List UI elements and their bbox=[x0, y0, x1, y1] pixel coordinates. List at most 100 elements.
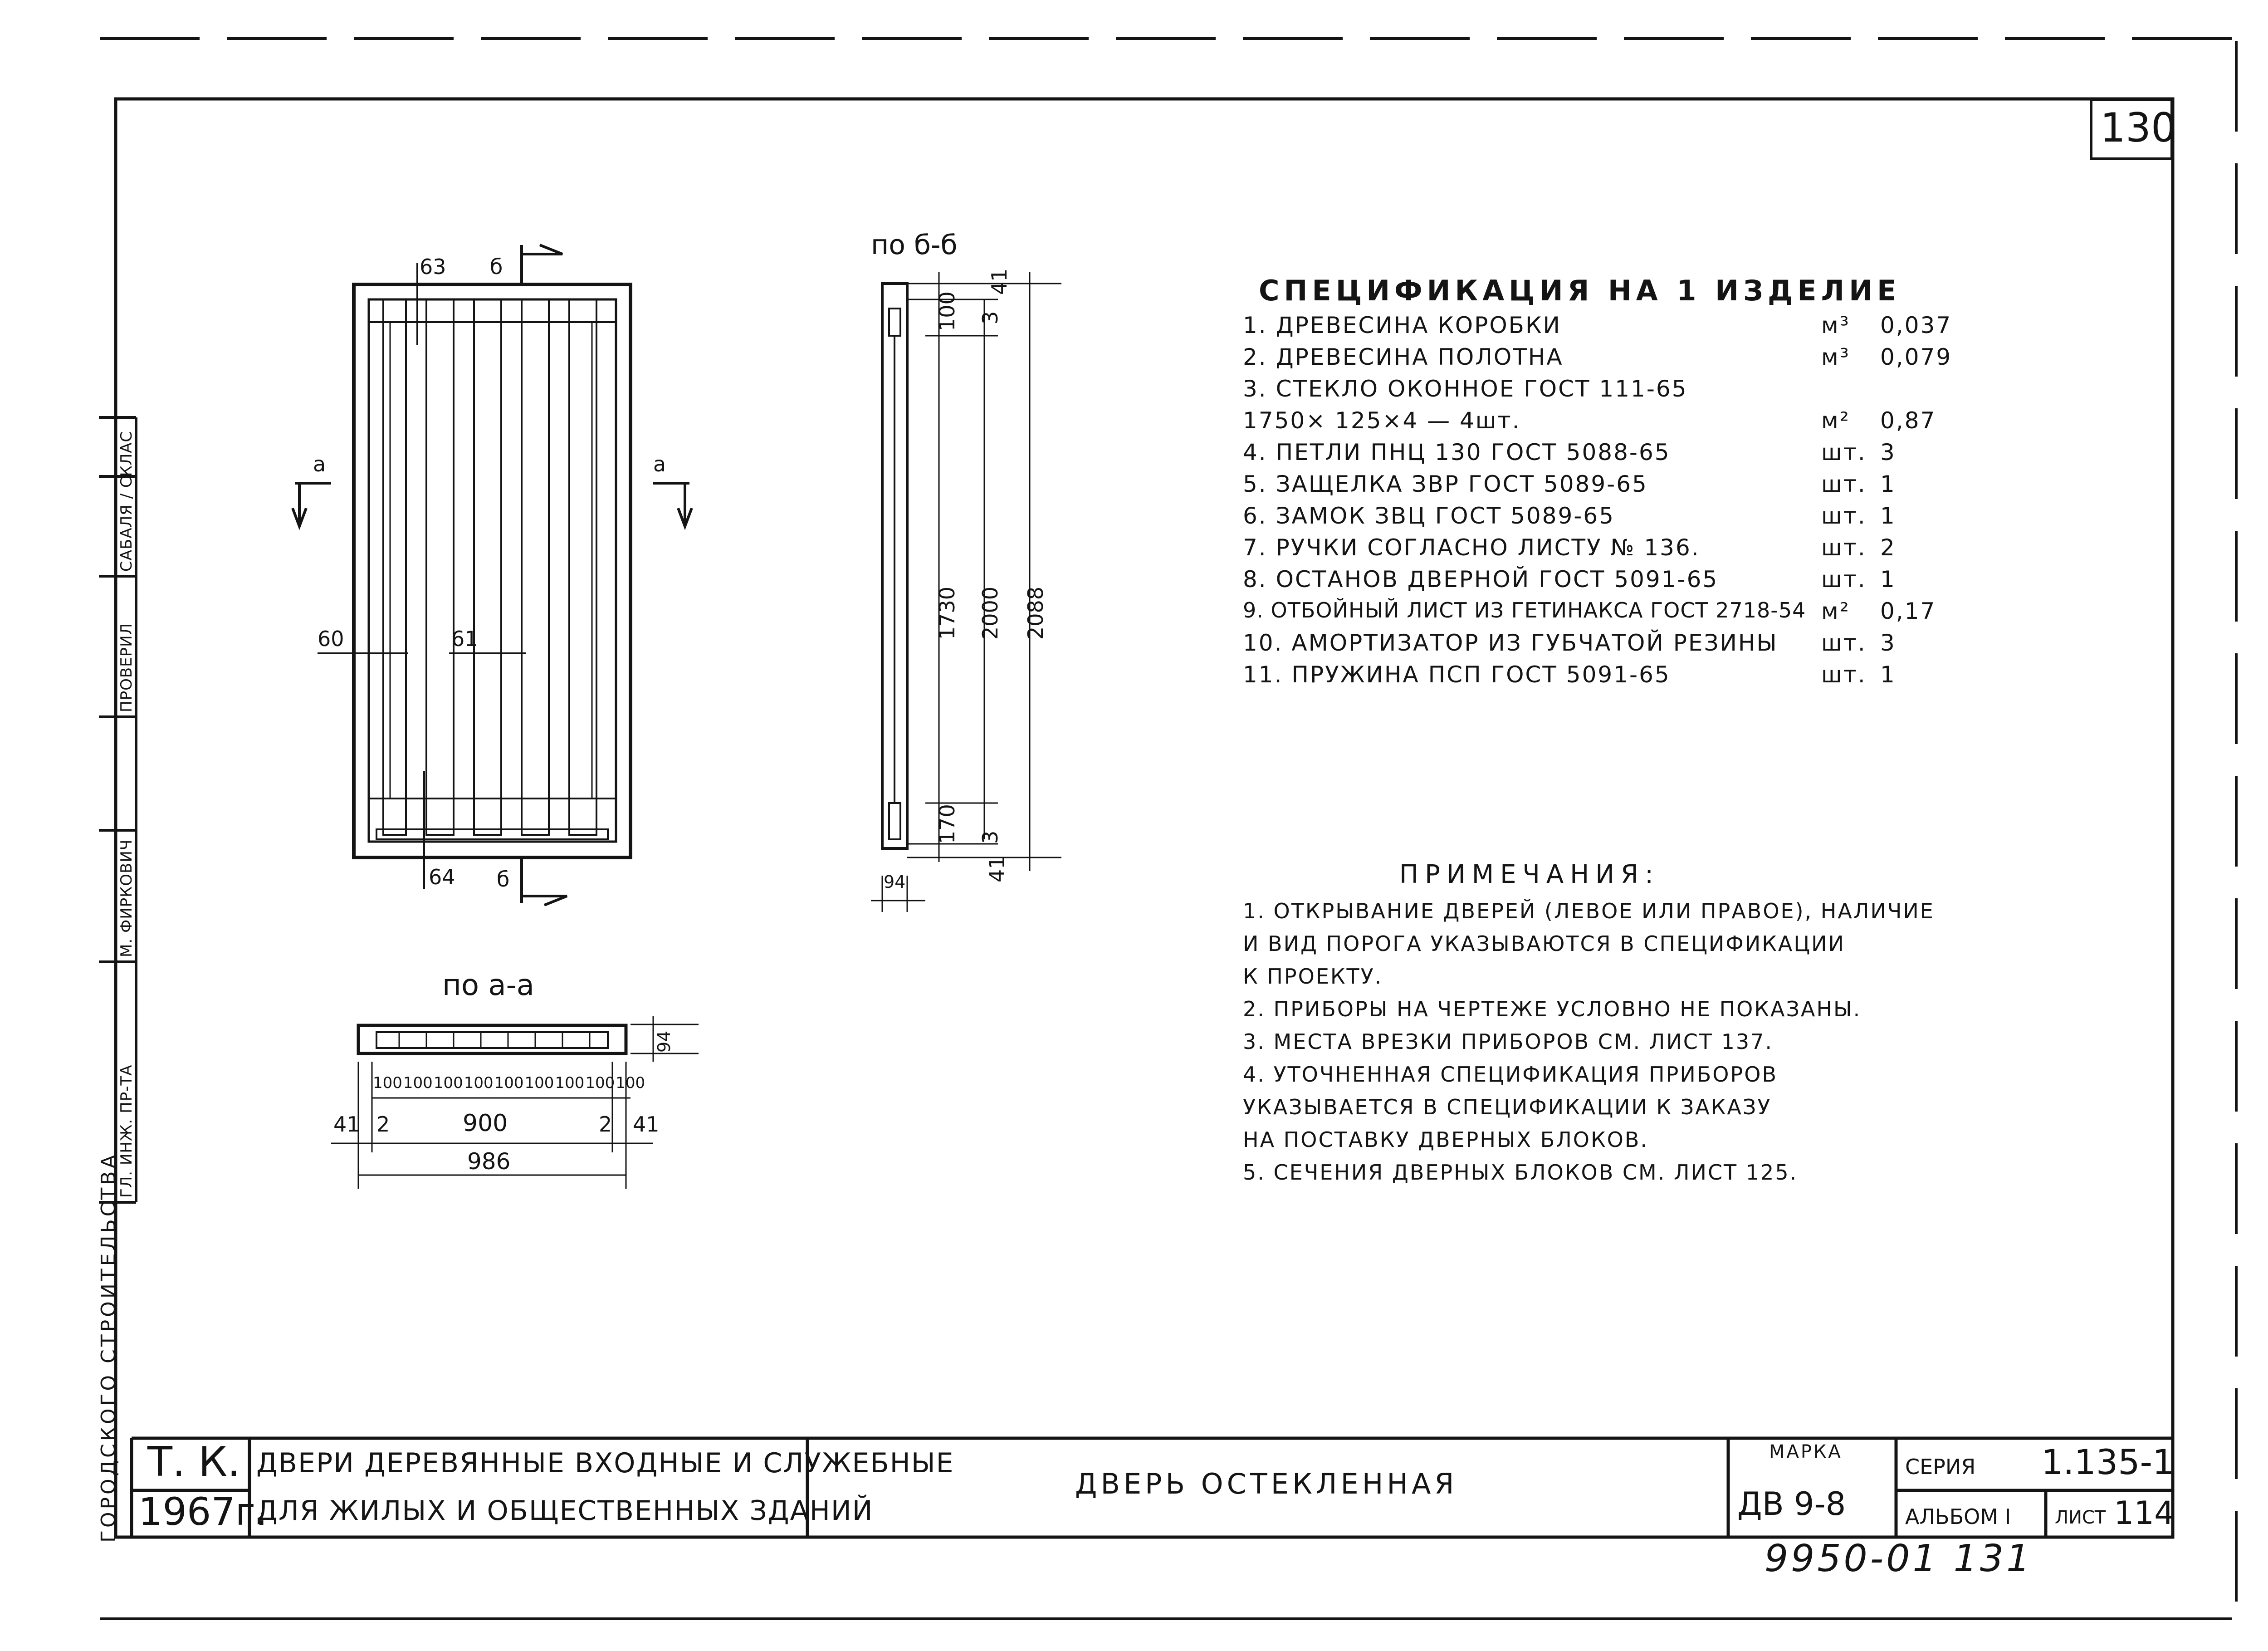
spec-item-unit: шт. bbox=[1821, 534, 1867, 561]
spec-item-text: 10. АМОРТИЗАТОР ИЗ ГУБЧАТОЙ РЕЗИНЫ bbox=[1243, 630, 1778, 656]
front-view bbox=[291, 244, 693, 906]
spec-title: СПЕЦИФИКАЦИЯ НА 1 ИЗДЕЛИЕ bbox=[1259, 274, 1901, 307]
title-block-drawing-name: ДВЕРЬ ОСТЕКЛЕННАЯ bbox=[1075, 1467, 1458, 1500]
dim-aa-900: 900 bbox=[463, 1110, 508, 1137]
title-block-year: 1967г. bbox=[138, 1489, 268, 1534]
spec-item-text: 8. ОСТАНОВ ДВЕРНОЙ ГОСТ 5091-65 bbox=[1243, 566, 1719, 593]
dim-aa-986: 986 bbox=[467, 1148, 511, 1175]
spec-item-text: 2. ДРЕВЕСИНА ПОЛОТНА bbox=[1243, 344, 1564, 370]
side-stamp-lines bbox=[99, 416, 137, 1204]
front-section-b-bottom-label: б bbox=[497, 867, 510, 892]
dim-front-60: 60 bbox=[318, 627, 344, 651]
dim-aa-2-left: 2 bbox=[376, 1112, 390, 1137]
title-block-album-label: АЛЬБОМ I bbox=[1905, 1504, 2011, 1529]
dim-bb-3-bottom: 3 bbox=[978, 830, 1002, 844]
note-line: НА ПОСТАВКУ ДВЕРНЫХ БЛОКОВ. bbox=[1243, 1127, 1649, 1152]
dim-bb-1730: 1730 bbox=[935, 586, 959, 640]
spec-item-unit: м³ bbox=[1821, 344, 1850, 370]
spec-item-qty: 3 bbox=[1880, 630, 1896, 656]
dim-bb-41-bottom: 41 bbox=[985, 856, 1009, 882]
side-role-chief-engineer: ГЛ. ИНЖ. ПР-ТА bbox=[117, 1064, 136, 1198]
dim-bb-100: 100 bbox=[935, 291, 959, 331]
spec-item-unit: шт. bbox=[1821, 661, 1867, 688]
spec-item-unit: шт. bbox=[1821, 439, 1867, 465]
dim-aa-100-2: 100 bbox=[403, 1074, 433, 1092]
note-line: 4. УТОЧНЕННАЯ СПЕЦИФИКАЦИЯ ПРИБОРОВ bbox=[1243, 1062, 1778, 1087]
spec-item-qty: 0,87 bbox=[1880, 407, 1936, 434]
spec-item-qty: 0,079 bbox=[1880, 344, 1952, 370]
spec-item-unit: шт. bbox=[1821, 471, 1867, 497]
spec-item-unit: шт. bbox=[1821, 630, 1867, 656]
spec-item-qty: 2 bbox=[1880, 534, 1896, 561]
note-line: УКАЗЫВАЕТСЯ В СПЕЦИФИКАЦИИ К ЗАКАЗУ bbox=[1243, 1095, 1772, 1119]
side-role-sign: САБАЛЯ / СКЛАС bbox=[117, 431, 136, 572]
spec-item-unit: м² bbox=[1821, 598, 1850, 624]
title-block-sheet-value: 114 bbox=[2114, 1494, 2175, 1532]
spec-item-qty: 0,17 bbox=[1880, 598, 1936, 624]
spec-item-text: 6. ЗАМОК ЗВЦ ГОСТ 5089-65 bbox=[1243, 503, 1615, 529]
dim-aa-100-3: 100 bbox=[433, 1074, 463, 1092]
dim-aa-100-7: 100 bbox=[555, 1074, 585, 1092]
dim-bb-3-top: 3 bbox=[978, 311, 1002, 324]
note-line: К ПРОЕКТУ. bbox=[1243, 964, 1383, 989]
title-block-org: Т. К. bbox=[147, 1438, 240, 1486]
dim-aa-100-5: 100 bbox=[494, 1074, 524, 1092]
section-bb-title: по б-б bbox=[871, 229, 958, 261]
dim-bb-94: 94 bbox=[884, 872, 906, 892]
dim-bb-170: 170 bbox=[935, 804, 959, 844]
notes-title: ПРИМЕЧАНИЯ: bbox=[1399, 860, 1660, 889]
spec-item-text: 5. ЗАЩЕЛКА ЗВР ГОСТ 5089-65 bbox=[1243, 471, 1648, 497]
spec-item-text: 3. СТЕКЛО ОКОННОЕ ГОСТ 111-65 bbox=[1243, 376, 1688, 402]
dim-front-61: 61 bbox=[451, 627, 478, 651]
front-section-a-right-label: а bbox=[653, 452, 666, 476]
dim-aa-94: 94 bbox=[654, 1030, 674, 1053]
spec-item-qty: 1 bbox=[1880, 661, 1896, 688]
side-role-name: М. ФИРКОВИЧ bbox=[117, 839, 136, 957]
dim-aa-2-right: 2 bbox=[599, 1112, 612, 1137]
title-block-subject-2: ДЛЯ ЖИЛЫХ И ОБЩЕСТВЕННЫХ ЗДАНИЙ bbox=[256, 1495, 874, 1527]
spec-item-text: 1. ДРЕВЕСИНА КОРОБКИ bbox=[1243, 312, 1561, 338]
page-number: 130 bbox=[2100, 104, 2176, 151]
page-number-box bbox=[2090, 98, 2173, 160]
dim-aa-100-8: 100 bbox=[585, 1074, 615, 1092]
spec-item-qty: 0,037 bbox=[1880, 312, 1952, 338]
spec-item-text: 1750× 125×4 — 4шт. bbox=[1243, 407, 1521, 434]
dim-front-64: 64 bbox=[429, 865, 455, 889]
spec-item-unit: шт. bbox=[1821, 503, 1867, 529]
dim-front-63: 63 bbox=[420, 255, 446, 279]
title-block-subject-1: ДВЕРИ ДЕРЕВЯННЫЕ ВХОДНЫЕ И СЛУЖЕБНЫЕ bbox=[256, 1447, 954, 1479]
spec-item-qty: 3 bbox=[1880, 439, 1896, 465]
spec-item-qty: 1 bbox=[1880, 566, 1896, 593]
dim-aa-100-6: 100 bbox=[524, 1074, 554, 1092]
note-line: 3. МЕСТА ВРЕЗКИ ПРИБОРОВ СМ. ЛИСТ 137. bbox=[1243, 1029, 1774, 1054]
dim-bb-41-top: 41 bbox=[987, 268, 1012, 295]
note-line: 1. ОТКРЫВАНИЕ ДВЕРЕЙ (ЛЕВОЕ ИЛИ ПРАВОЕ),… bbox=[1243, 899, 1935, 923]
section-aa-title: по а-а bbox=[442, 969, 534, 1002]
side-org-text: ГОРОДСКОГО СТРОИТЕЛЬСТВА bbox=[97, 1152, 120, 1543]
dim-bb-2088: 2088 bbox=[1023, 586, 1048, 640]
spec-item-text: 7. РУЧКИ СОГЛАСНО ЛИСТУ № 136. bbox=[1243, 534, 1700, 561]
note-line: И ВИД ПОРОГА УКАЗЫВАЮТСЯ В СПЕЦИФИКАЦИИ bbox=[1243, 931, 1845, 956]
spec-item-text: 11. ПРУЖИНА ПСП ГОСТ 5091-65 bbox=[1243, 661, 1671, 688]
section-aa-view bbox=[331, 1016, 699, 1189]
dim-aa-41-right: 41 bbox=[633, 1112, 660, 1137]
title-block-sheet-label: ЛИСТ bbox=[2055, 1507, 2106, 1528]
spec-item-text: 4. ПЕТЛИ ПНЦ 130 ГОСТ 5088-65 bbox=[1243, 439, 1671, 465]
title-block-mark-label: МАРКА bbox=[1769, 1441, 1843, 1462]
front-section-b-top-label: б bbox=[490, 255, 503, 279]
title-block-lines bbox=[130, 1436, 2173, 1537]
spec-item-unit: м³ bbox=[1821, 312, 1850, 338]
section-bb-view bbox=[871, 272, 1061, 912]
dim-aa-100-9: 100 bbox=[616, 1074, 645, 1092]
dim-aa-100-1: 100 bbox=[373, 1074, 402, 1092]
dim-aa-100-4: 100 bbox=[464, 1074, 494, 1092]
note-line: 5. СЕЧЕНИЯ ДВЕРНЫХ БЛОКОВ СМ. ЛИСТ 125. bbox=[1243, 1160, 1798, 1185]
dim-bb-2000: 2000 bbox=[978, 586, 1002, 640]
front-section-a-left-label: а bbox=[313, 452, 326, 476]
dim-aa-41-left: 41 bbox=[333, 1112, 360, 1137]
note-line: 2. ПРИБОРЫ НА ЧЕРТЕЖЕ УСЛОВНО НЕ ПОКАЗАН… bbox=[1243, 997, 1862, 1021]
title-block-series-label: СЕРИЯ bbox=[1905, 1455, 1976, 1479]
spec-item-unit: м² bbox=[1821, 407, 1850, 434]
spec-item-unit: шт. bbox=[1821, 566, 1867, 593]
